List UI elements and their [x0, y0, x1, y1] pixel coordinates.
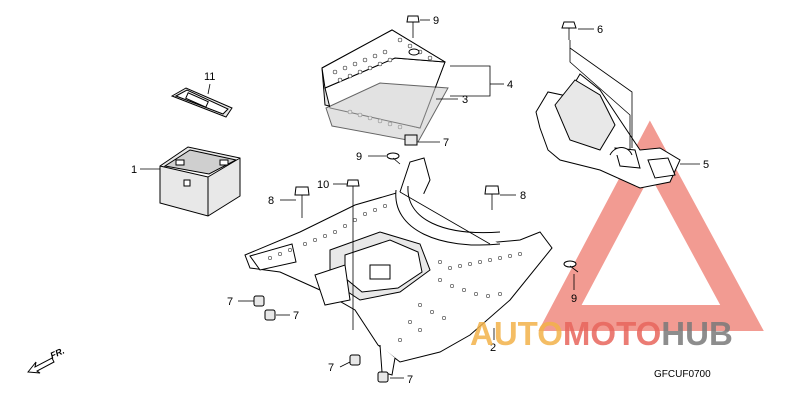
callout-9-top: 9 [433, 15, 439, 27]
callout-3: 3 [462, 94, 468, 106]
callout-7-left-a: 7 [227, 296, 233, 308]
front-direction-arrow-icon: FR. [27, 346, 66, 374]
leader-lines [140, 19, 700, 379]
battery-strap-part [170, 87, 233, 118]
watermark-logo [538, 120, 764, 331]
callout-1: 1 [131, 164, 137, 176]
callout-2: 2 [490, 342, 496, 354]
watermark-part-auto: AUTO [470, 315, 563, 352]
callout-7-left-b: 7 [293, 310, 299, 322]
callout-labels: 1 2 3 4 5 6 7 7 7 7 7 8 8 9 9 9 10 11 [131, 15, 709, 386]
clip-7-d [377, 371, 389, 383]
callout-10: 10 [317, 179, 329, 191]
luggage-box-part [244, 157, 553, 376]
screw-9-mid [386, 152, 401, 165]
callout-4: 4 [507, 79, 513, 91]
clip-7-lid [404, 134, 418, 146]
watermark-text: AUTOMOTOHUB [470, 315, 733, 352]
watermark-part-hub: HUB [661, 315, 733, 352]
bolt-10 [346, 179, 360, 200]
watermark-part-moto: MOTO [563, 315, 661, 352]
bolt-6 [561, 21, 577, 40]
battery-holder-part [535, 73, 681, 189]
screw-9-right [563, 260, 579, 273]
callout-5: 5 [703, 159, 709, 171]
lid-cover-part [321, 29, 449, 143]
callout-8-left: 8 [268, 195, 274, 207]
diagram-code: GFCUF0700 [654, 369, 711, 380]
callout-7-bottom-b: 7 [407, 374, 413, 386]
direction-label: FR. [49, 346, 66, 361]
bolt-8-right [484, 185, 500, 210]
svg-text:AUTOMOTOHUB: AUTOMOTOHUB [470, 315, 733, 352]
callout-9-mid: 9 [356, 151, 362, 163]
clip-7-a [253, 295, 265, 307]
callout-8-right: 8 [520, 190, 526, 202]
battery-part [159, 146, 241, 217]
callout-9-right: 9 [571, 293, 577, 305]
bolt-8-left [294, 186, 310, 218]
screw-9-top [406, 15, 420, 38]
callout-7-lid: 7 [443, 137, 449, 149]
callout-7-bottom-a: 7 [328, 362, 334, 374]
clip-7-b [264, 309, 276, 321]
callout-11: 11 [204, 71, 215, 83]
clip-7-c [349, 354, 361, 366]
callout-6: 6 [597, 24, 603, 36]
